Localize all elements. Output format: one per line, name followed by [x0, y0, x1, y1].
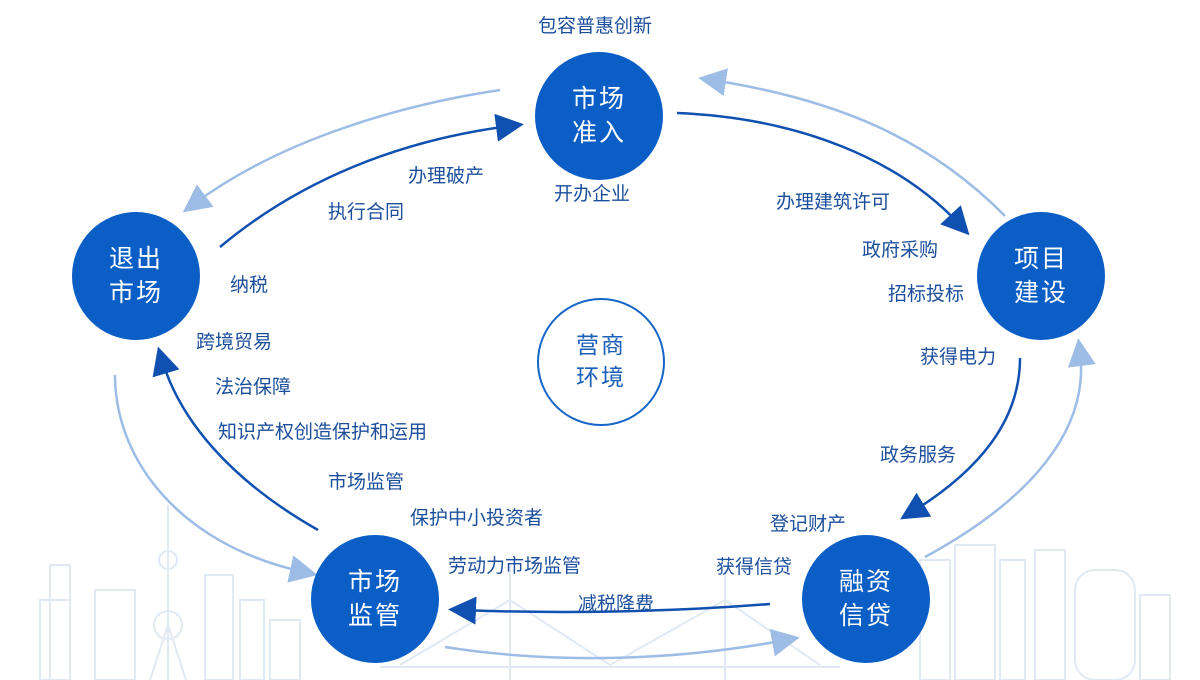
node-finance-credit-line2: 信贷: [838, 601, 893, 630]
label-gov-services: 政务服务: [880, 444, 957, 466]
arrow-exit-to-supervision: [113, 374, 318, 583]
node-market-exit-line1: 退出: [108, 244, 163, 273]
arrow-finance-to-supervision: [448, 596, 771, 625]
label-electricity: 获得电力: [920, 346, 997, 368]
center-line2: 环境: [576, 365, 626, 391]
label-rule-of-law: 法治保障: [215, 376, 292, 398]
label-tax-payment: 纳税: [230, 274, 269, 296]
node-market-entry-line2: 准入: [571, 118, 626, 147]
node-market-entry-line1: 市场: [571, 84, 626, 113]
node-finance-credit: 融资信贷: [802, 535, 930, 663]
node-market-exit: 退出市场: [72, 212, 200, 340]
node-market-exit-line2: 市场: [108, 278, 163, 307]
node-project-build: 项目建设: [977, 212, 1105, 340]
node-project-build-line2: 建设: [1013, 278, 1068, 307]
arrow-supervision-to-exit: [152, 346, 319, 532]
label-cross-border: 跨境贸易: [196, 331, 273, 353]
label-gov-procurement: 政府采购: [862, 239, 939, 261]
label-top: 包容普惠创新: [538, 15, 653, 37]
arrow-project-to-entry: [698, 68, 1006, 217]
label-get-credit: 获得信贷: [716, 556, 793, 578]
node-center-business-environment: 营商环境: [537, 298, 665, 426]
arrow-exit-to-entry: [219, 113, 524, 248]
arrow-project-to-finance: [900, 357, 1022, 520]
label-ip-protection: 知识产权创造保护和运用: [218, 421, 428, 443]
node-project-build-line1: 项目: [1013, 244, 1068, 273]
label-contract-enforcement: 执行合同: [328, 201, 405, 223]
label-open-business: 开办企业: [554, 183, 631, 205]
arrow-supervision-to-finance: [444, 628, 800, 660]
node-market-entry: 市场准入: [535, 52, 663, 180]
label-tax-cut: 减税降费: [578, 593, 655, 615]
label-construction-permit: 办理建筑许可: [776, 191, 891, 213]
label-bidding: 招标投标: [888, 283, 965, 305]
label-market-regulation: 市场监管: [328, 471, 405, 493]
node-market-supervision-line2: 监管: [347, 601, 402, 630]
label-protect-investors: 保护中小投资者: [410, 507, 544, 529]
arrow-entry-to-project: [676, 111, 970, 236]
arrow-entry-to-exit: [182, 88, 501, 213]
node-market-supervision-line1: 市场: [347, 567, 402, 596]
label-property-registration: 登记财产: [770, 513, 847, 535]
label-labor-market: 劳动力市场监管: [448, 555, 582, 577]
arrow-finance-to-project: [924, 338, 1096, 559]
node-finance-credit-line1: 融资: [838, 567, 893, 596]
node-market-supervision: 市场监管: [311, 535, 439, 663]
label-bankruptcy: 办理破产: [408, 165, 485, 187]
center-line1: 营商: [576, 333, 626, 359]
